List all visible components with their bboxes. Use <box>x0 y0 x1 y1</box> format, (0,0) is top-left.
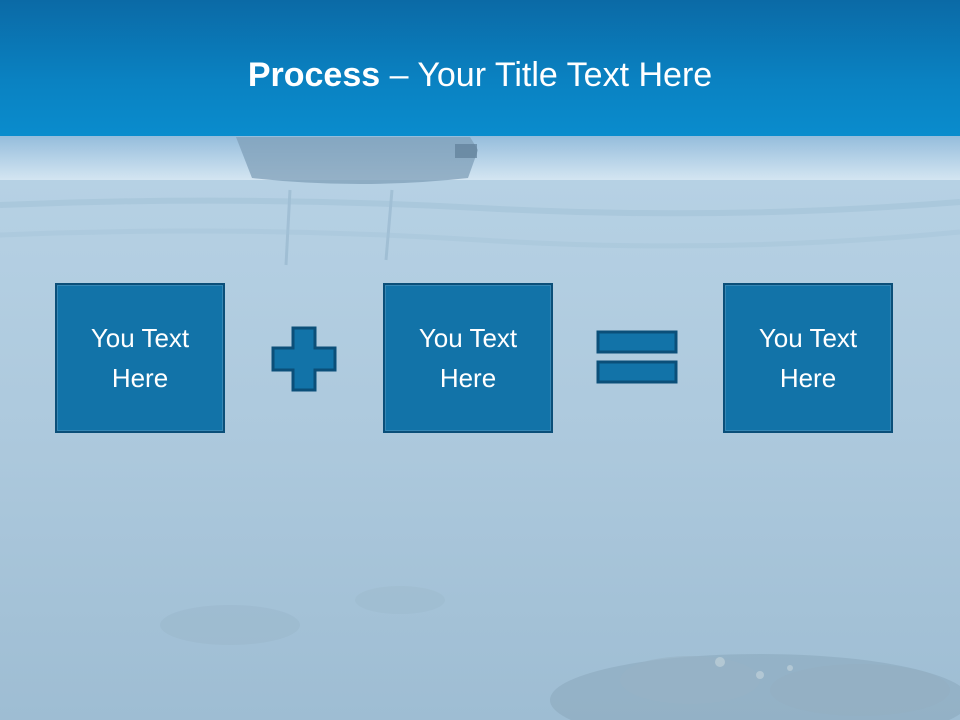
process-box-1-label: You Text Here <box>90 323 190 393</box>
slide-title-rest: – Your Title Text Here <box>380 56 713 94</box>
plus-icon <box>271 326 337 392</box>
slide-title: Process – Your Title Text Here <box>0 52 960 98</box>
process-box-3[interactable]: You Text Here <box>723 283 893 433</box>
equals-icon <box>596 330 678 384</box>
process-box-1[interactable]: You Text Here <box>55 283 225 433</box>
title-bar <box>0 0 960 136</box>
process-box-2[interactable]: You Text Here <box>383 283 553 433</box>
process-box-2-label: You Text Here <box>418 323 518 393</box>
slide-title-bold: Process <box>247 56 381 94</box>
process-box-3-label: You Text Here <box>758 323 858 393</box>
